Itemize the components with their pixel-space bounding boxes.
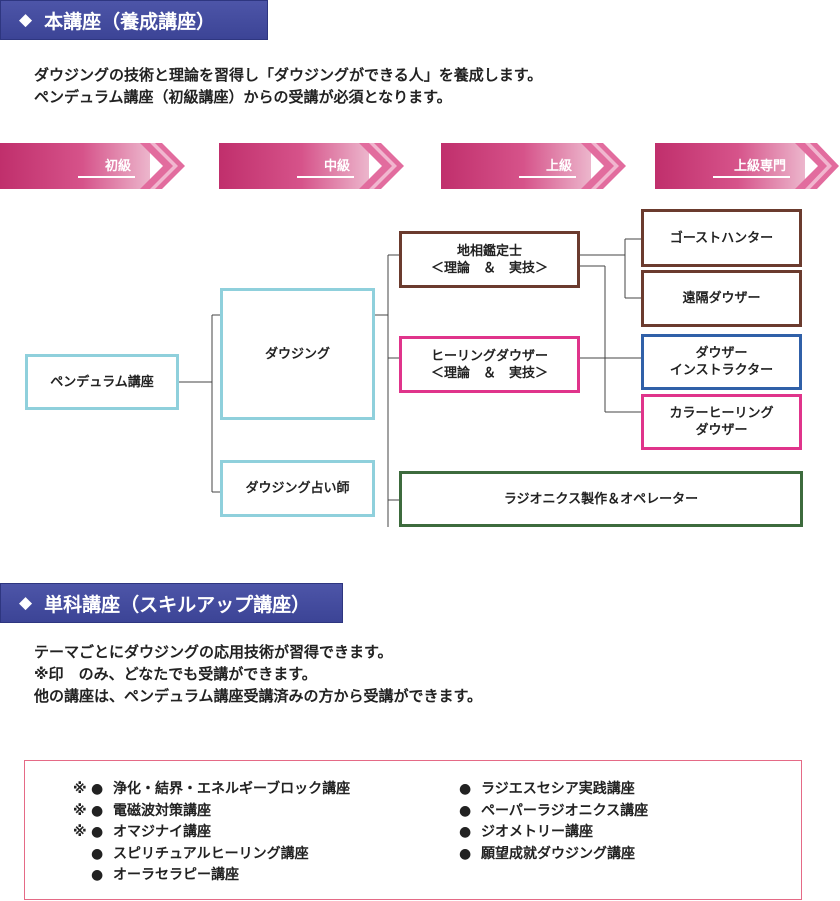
course-label: 願望成就ダウジング講座 xyxy=(481,845,635,862)
dowsing-course-label: ダウジング xyxy=(264,346,330,362)
single-intro: テーマごとにダウジングの応用技術が習得できます。 ※印 のみ、どなたでも受講がで… xyxy=(34,641,482,707)
color-healing-course-box: カラーヒーリング ダウザー xyxy=(641,394,802,450)
open-course-mark: ※ xyxy=(73,781,87,797)
course-label: オーラセラピー講座 xyxy=(113,867,239,883)
course-item: ● 願望成就ダウジング講座 xyxy=(459,844,648,866)
course-label: 浄化・結界・エネルギーブロック講座 xyxy=(113,781,351,797)
remote-dowser-course-label: 遠隔ダウザー xyxy=(682,291,761,306)
bullet-icon: ● xyxy=(459,845,472,862)
pendulum-course-box: ペンデュラム講座 xyxy=(25,354,179,410)
healing-dowser-course-box: ヒーリングダウザー ＜理論 ＆ 実技＞ xyxy=(399,336,580,393)
radionics-course-label: ラジオニクス製作＆オペレーター xyxy=(503,491,699,507)
course-list-left: ※●浄化・結界・エネルギーブロック講座※●電磁波対策講座※●オマジナイ講座●スピ… xyxy=(73,779,350,887)
course-label: ジオメトリー講座 xyxy=(481,824,593,840)
ghost-hunter-course-label: ゴーストハンター xyxy=(669,230,774,246)
flow-connectors xyxy=(178,238,642,527)
radionics-course-box: ラジオニクス製作＆オペレーター xyxy=(399,471,803,527)
open-course-mark: ※ xyxy=(73,802,87,819)
section-header-single: ◆ 単科講座（スキルアップ講座） xyxy=(0,583,343,623)
course-label: オマジナイ講座 xyxy=(113,824,211,840)
bullet-icon: ● xyxy=(91,802,104,819)
fortune-teller-course-label: ダウジング占い師 xyxy=(245,481,350,496)
course-item: ● ジオメトリー講座 xyxy=(459,822,648,844)
open-course-mark xyxy=(73,844,91,866)
healing-dowser-course-label: ヒーリングダウザー ＜理論 ＆ 実技＞ xyxy=(430,348,548,381)
bullet-icon: ● xyxy=(91,824,104,840)
remote-dowser-course-box: 遠隔ダウザー xyxy=(641,270,802,327)
course-label: ラジエスセシア実践講座 xyxy=(481,781,635,797)
course-label: スピリチュアルヒーリング講座 xyxy=(113,845,309,862)
intro-line: 他の講座は、ペンデュラム講座受講済みの方から受講ができます。 xyxy=(34,687,483,705)
geomancy-course-box: 地相鑑定士 ＜理論 ＆ 実技＞ xyxy=(399,231,580,288)
level-label: 上級専門 xyxy=(713,155,790,178)
course-label: 電磁波対策講座 xyxy=(113,802,211,819)
diamond-icon: ◆ xyxy=(19,10,33,30)
course-label: ペーパーラジオニクス講座 xyxy=(481,802,649,819)
diamond-icon: ◆ xyxy=(19,593,33,613)
intro-line: ※印 のみ、どなたでも受講ができます。 xyxy=(34,665,317,683)
bullet-icon: ● xyxy=(459,824,472,840)
section-title-training: 本講座（養成講座） xyxy=(44,10,216,33)
level-label: 上級 xyxy=(519,155,576,178)
color-healing-course-label: カラーヒーリング ダウザー xyxy=(669,406,774,438)
ghost-hunter-course-box: ゴーストハンター xyxy=(641,209,802,267)
course-item: ● スピリチュアルヒーリング講座 xyxy=(73,844,350,866)
dowsing-course-box: ダウジング xyxy=(220,288,375,420)
level-label: 中級 xyxy=(297,155,354,178)
section-header-training: ◆ 本講座（養成講座） xyxy=(0,0,268,40)
dowser-instructor-course-box: ダウザー インストラクター xyxy=(641,334,802,390)
section-title-single: 単科講座（スキルアップ講座） xyxy=(44,593,311,616)
bullet-icon: ● xyxy=(91,845,104,862)
dowser-instructor-course-label: ダウザー インストラクター xyxy=(669,346,774,378)
bullet-icon: ● xyxy=(91,781,104,797)
course-item: ※● 浄化・結界・エネルギーブロック講座 xyxy=(73,779,350,801)
level-label: 初級 xyxy=(78,155,135,178)
intro-line: テーマごとにダウジングの応用技術が習得できます。 xyxy=(34,643,393,661)
open-course-mark xyxy=(73,865,91,887)
bullet-icon: ● xyxy=(459,802,472,819)
course-item: ※● 電磁波対策講座 xyxy=(73,801,350,823)
pendulum-course-label: ペンデュラム講座 xyxy=(50,374,154,390)
intro-line: ダウジングの技術と理論を習得し「ダウジングができる人」を養成します。 xyxy=(34,66,543,84)
course-item: ● オーラセラピー講座 xyxy=(73,865,350,887)
training-intro: ダウジングの技術と理論を習得し「ダウジングができる人」を養成します。 ペンデュラ… xyxy=(34,64,542,108)
intro-line: ペンデュラム講座（初級講座）からの受講が必須となります。 xyxy=(34,88,452,106)
fortune-teller-course-box: ダウジング占い師 xyxy=(220,460,375,517)
course-item: ● ラジエスセシア実践講座 xyxy=(459,779,648,801)
open-course-mark: ※ xyxy=(73,824,87,840)
course-list-right: ● ラジエスセシア実践講座 ● ペーパーラジオニクス講座 ● ジオメトリー講座 ● 願望成就ダ… xyxy=(459,779,648,865)
geomancy-course-label: 地相鑑定士 ＜理論 ＆ 実技＞ xyxy=(430,243,548,276)
course-list-box: ※●浄化・結界・エネルギーブロック講座※●電磁波対策講座※●オマジナイ講座●スピ… xyxy=(24,760,802,900)
course-item: ● ペーパーラジオニクス講座 xyxy=(459,801,648,823)
bullet-icon: ● xyxy=(91,867,104,883)
course-item: ※● オマジナイ講座 xyxy=(73,822,350,844)
bullet-icon: ● xyxy=(459,781,472,797)
